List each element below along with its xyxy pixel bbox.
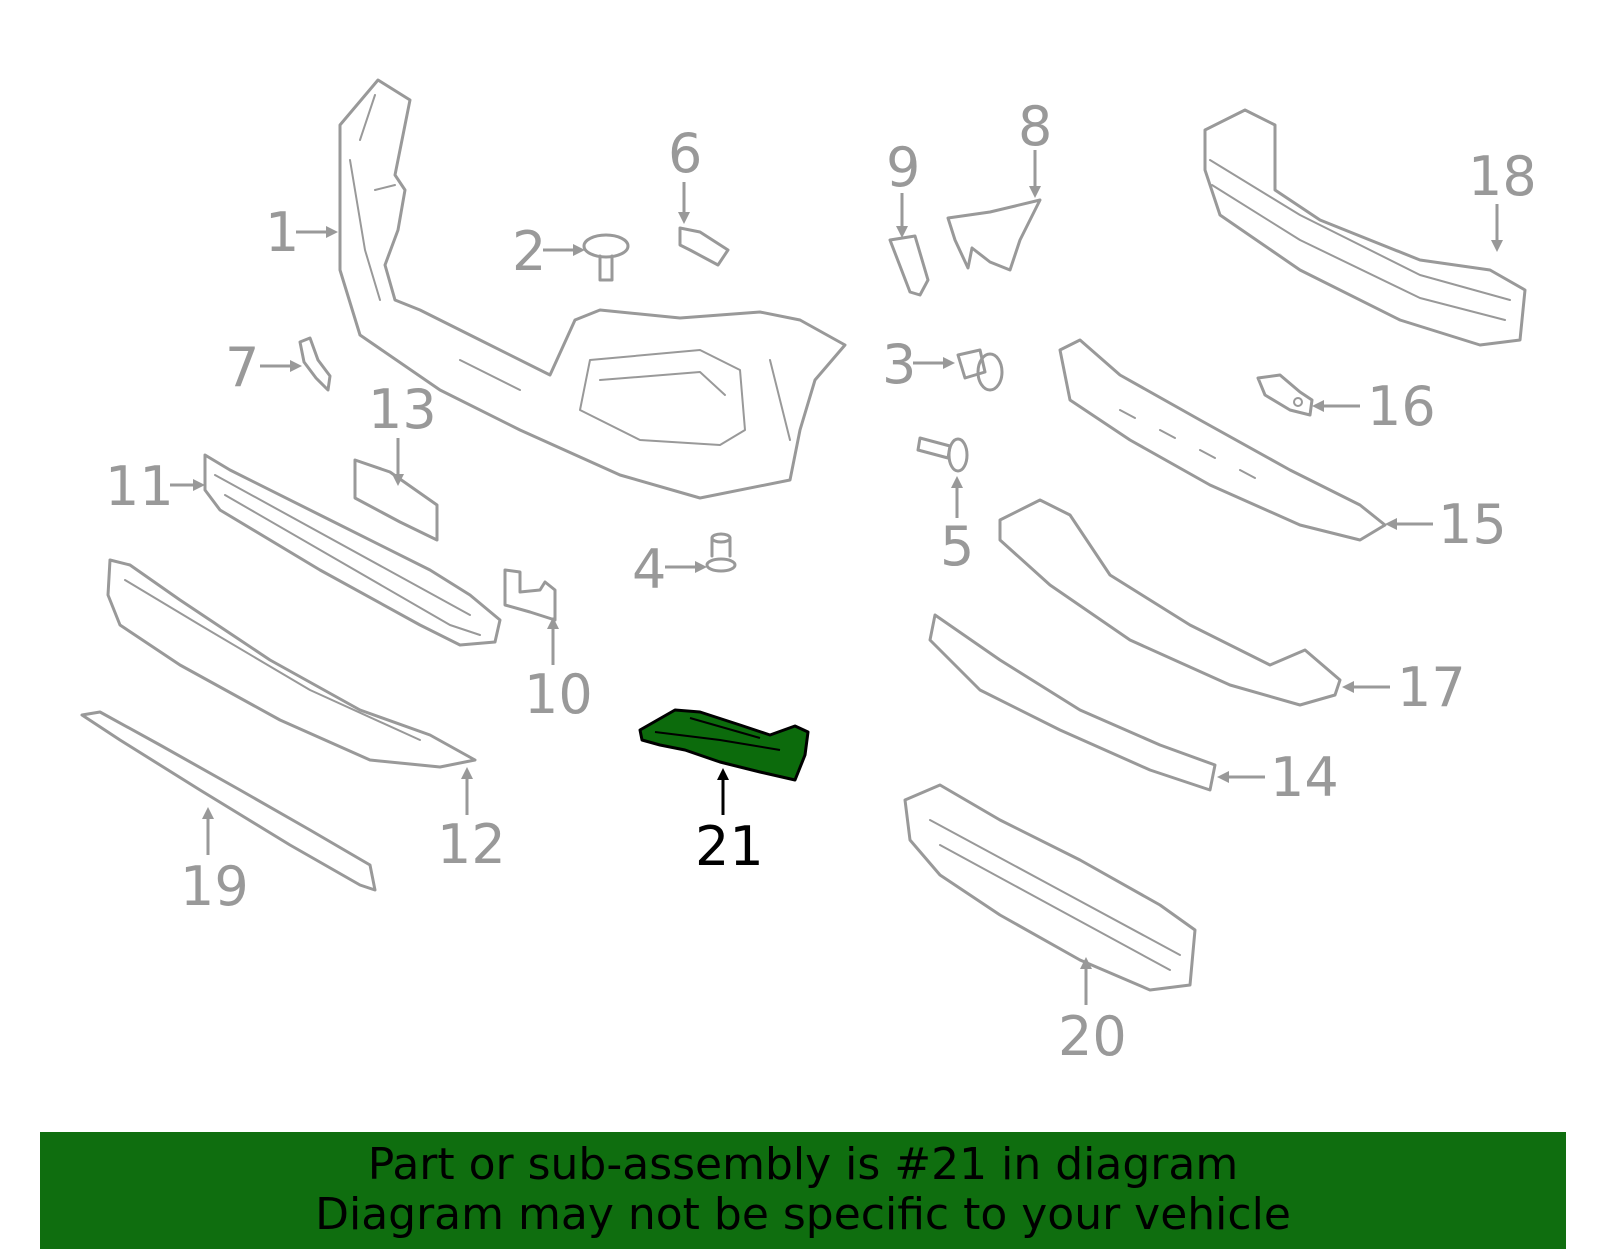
part-3-push-pin (956, 348, 1004, 392)
part-5-screw (916, 436, 969, 473)
callout-2: 2 (512, 220, 546, 283)
banner-line-2: Diagram may not be specific to your vehi… (315, 1189, 1291, 1240)
callout-3: 3 (882, 333, 916, 396)
parts-diagram: 1 2 3 4 5 6 7 8 9 10 11 12 13 14 15 16 1… (80, 78, 1537, 1068)
part-21-highlighted (638, 708, 810, 782)
part-7-clip (298, 336, 332, 392)
part-17-reinforcement (998, 498, 1342, 707)
part-20-deflector (903, 783, 1197, 992)
callout-19: 19 (180, 855, 249, 918)
callout-4: 4 (632, 538, 666, 601)
part-9-bracket (888, 234, 930, 297)
part-18-impact-bar (1203, 108, 1527, 347)
part-4-bolt (705, 532, 737, 573)
callout-17: 17 (1397, 656, 1466, 719)
part-11-grille (203, 453, 502, 647)
callout-14: 14 (1270, 746, 1339, 809)
part-12-valance (106, 558, 477, 769)
callout-6: 6 (668, 122, 702, 185)
part-14-absorber (928, 613, 1217, 792)
callout-arrows (170, 150, 1503, 1005)
part-19-trim-strip (80, 710, 377, 892)
part-6-bracket (678, 226, 730, 267)
callout-10: 10 (524, 663, 593, 726)
callout-1: 1 (265, 201, 299, 264)
banner-line-1: Part or sub-assembly is #21 in diagram (367, 1139, 1239, 1190)
part-1-bumper-cover (338, 78, 847, 500)
callout-labels: 1 2 3 4 5 6 7 8 9 10 11 12 13 14 15 16 1… (105, 95, 1537, 1068)
callout-18: 18 (1468, 145, 1537, 208)
callout-9: 9 (886, 136, 920, 199)
callout-11: 11 (105, 455, 174, 518)
callout-13: 13 (368, 378, 437, 441)
part-16-bracket (1256, 373, 1314, 417)
callout-20: 20 (1058, 1005, 1127, 1068)
part-2-clip (582, 233, 630, 282)
part-15-absorber (1058, 338, 1387, 542)
callout-16: 16 (1367, 375, 1436, 438)
callout-21: 21 (695, 815, 764, 878)
callout-7: 7 (225, 336, 259, 399)
callout-5: 5 (940, 515, 974, 578)
part-8-bracket (946, 198, 1042, 272)
part-10-bracket (503, 568, 557, 622)
part-13-bracket (353, 458, 439, 542)
callout-12: 12 (437, 813, 506, 876)
callout-8: 8 (1018, 95, 1052, 158)
info-banner: Part or sub-assembly is #21 in diagram D… (40, 1132, 1566, 1249)
callout-15: 15 (1438, 493, 1507, 556)
